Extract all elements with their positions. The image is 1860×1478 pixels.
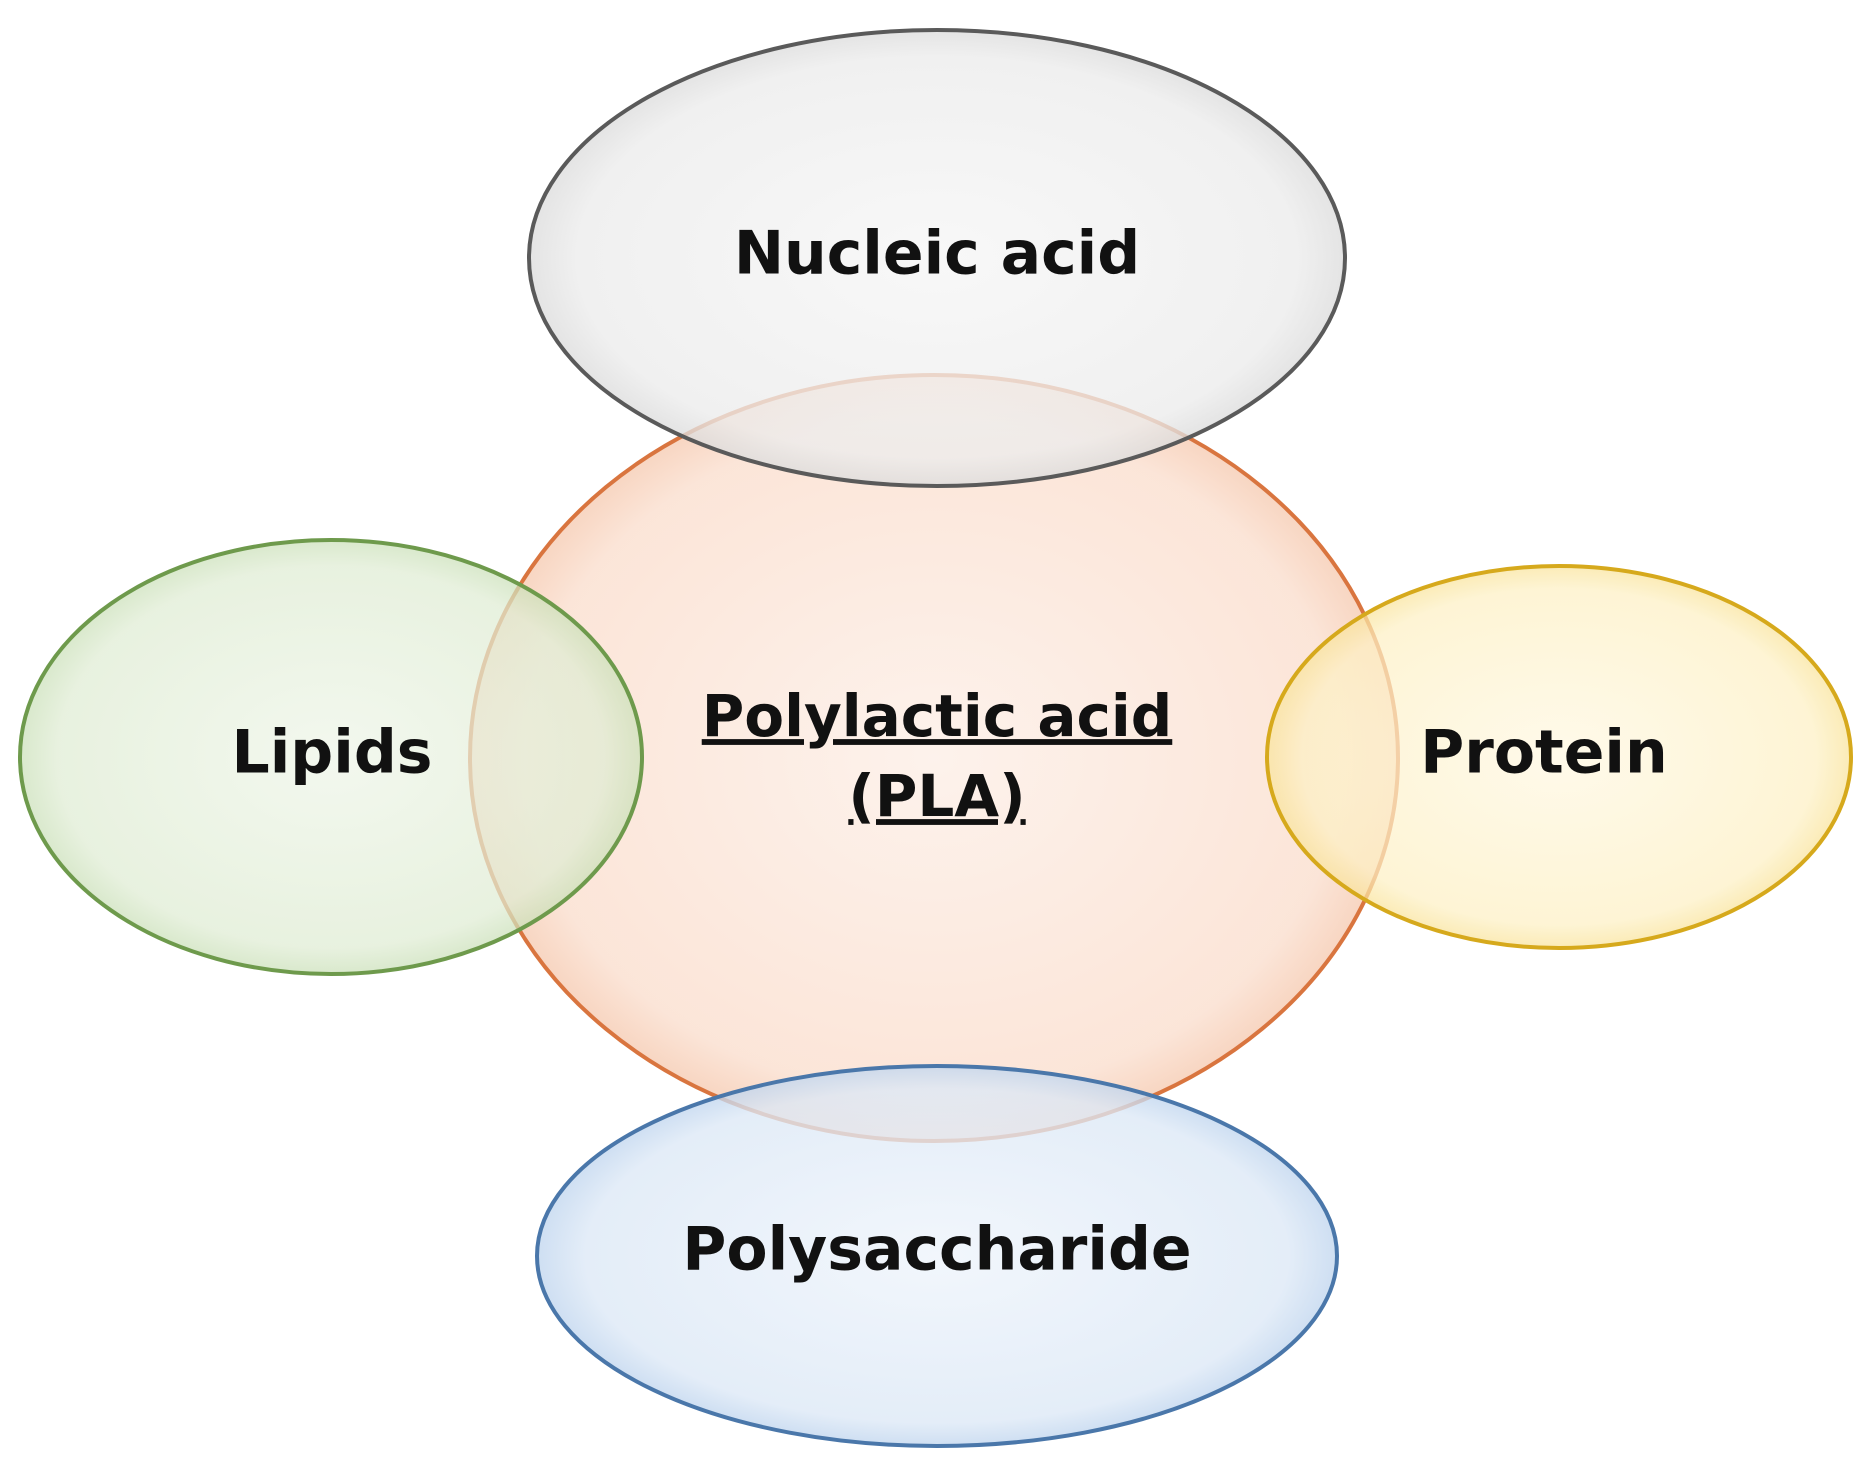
polysaccharide-ellipse — [535, 1064, 1339, 1448]
protein-label: Protein — [1420, 718, 1667, 788]
lipids-label: Lipids — [232, 718, 433, 788]
node-polysaccharide — [535, 1064, 1339, 1448]
pla-label-line1: Polylactic acid — [702, 682, 1173, 750]
nucleic-acid-label: Nucleic acid — [734, 219, 1140, 289]
node-protein — [1265, 564, 1853, 950]
node-nucleic-acid — [527, 28, 1347, 488]
nucleic-acid-ellipse — [527, 28, 1347, 488]
node-lipids — [18, 538, 644, 976]
protein-ellipse — [1265, 564, 1853, 950]
pla-label-line2: (PLA) — [848, 762, 1025, 830]
polysaccharide-label: Polysaccharide — [682, 1215, 1191, 1285]
lipids-ellipse — [18, 538, 644, 976]
